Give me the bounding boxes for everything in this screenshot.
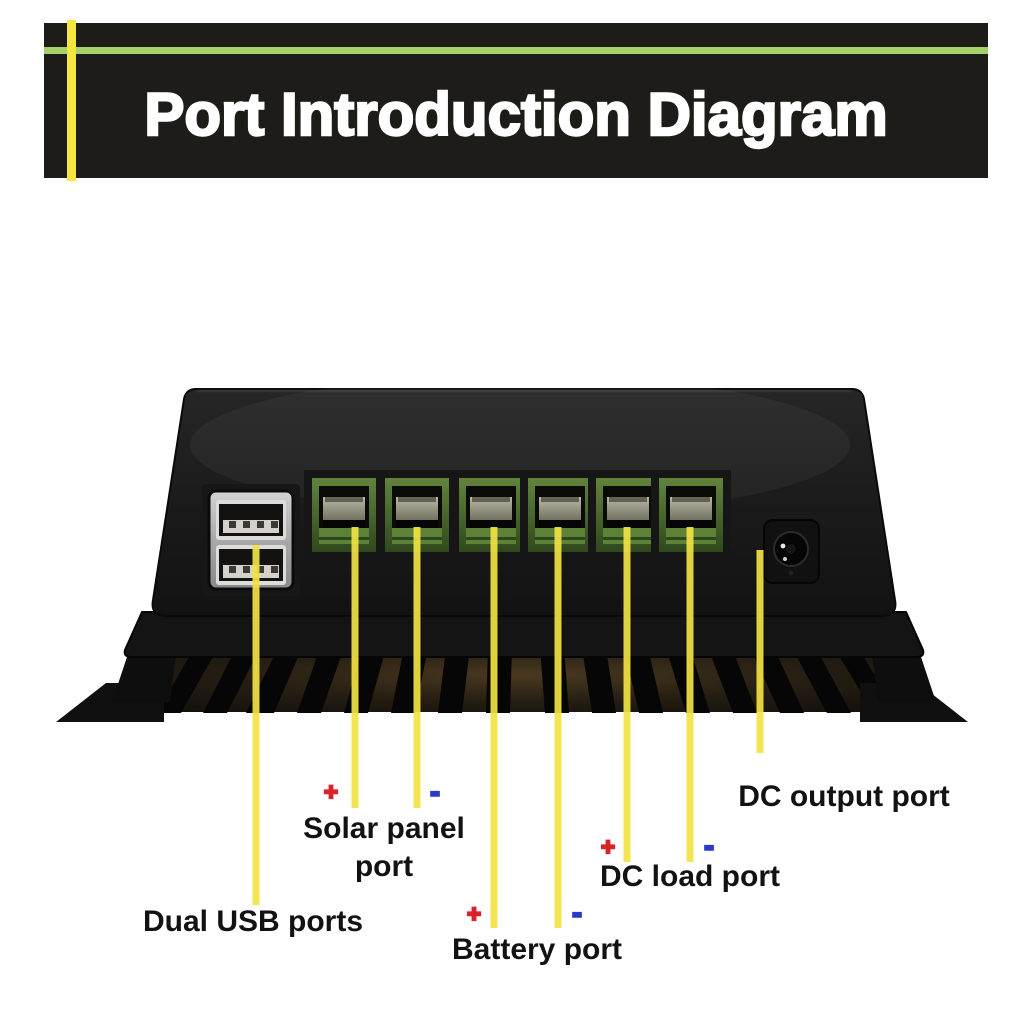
left-side-wedge [112, 654, 176, 702]
solar-panel-port-label-line1: Solar panel [303, 812, 465, 845]
load-positive-sign: + [600, 834, 616, 861]
dc-load-port-label: DC load port [600, 860, 780, 893]
usb-receptacle-bottom [216, 545, 286, 585]
dual-usb-ports-label: Dual USB ports [142, 905, 364, 938]
banner: Port Introduction Diagram [44, 20, 988, 181]
battery-port-label: Battery port [451, 933, 623, 966]
terminal-block-2 [377, 470, 457, 560]
dc-output-port-label: DC output port [738, 780, 950, 813]
battery-negative-sign: - [571, 897, 583, 928]
usb-receptacle-top [216, 500, 286, 540]
yellow-stripe [67, 20, 76, 181]
terminal-block-3 [451, 470, 531, 560]
device-skirt [123, 611, 925, 658]
solar-negative-sign: - [429, 776, 441, 807]
load-negative-sign: - [703, 830, 715, 861]
terminal-blocks [304, 470, 731, 560]
solar-panel-port-label: Solar panel port [303, 810, 465, 886]
dc-output-jack [763, 519, 820, 584]
dual-usb-port [202, 484, 300, 596]
green-stripe [44, 47, 988, 54]
solar-positive-sign: + [323, 779, 339, 806]
pointer-lines [252, 527, 764, 928]
right-side-wedge [872, 654, 936, 702]
solar-panel-port-label-line2: port [354, 850, 414, 883]
terminal-block-4 [520, 470, 600, 560]
page-title: Port Introduction Diagram [143, 80, 889, 149]
heatsink-fins [157, 648, 898, 713]
terminal-block-1 [304, 470, 384, 560]
battery-positive-sign: + [466, 901, 482, 928]
